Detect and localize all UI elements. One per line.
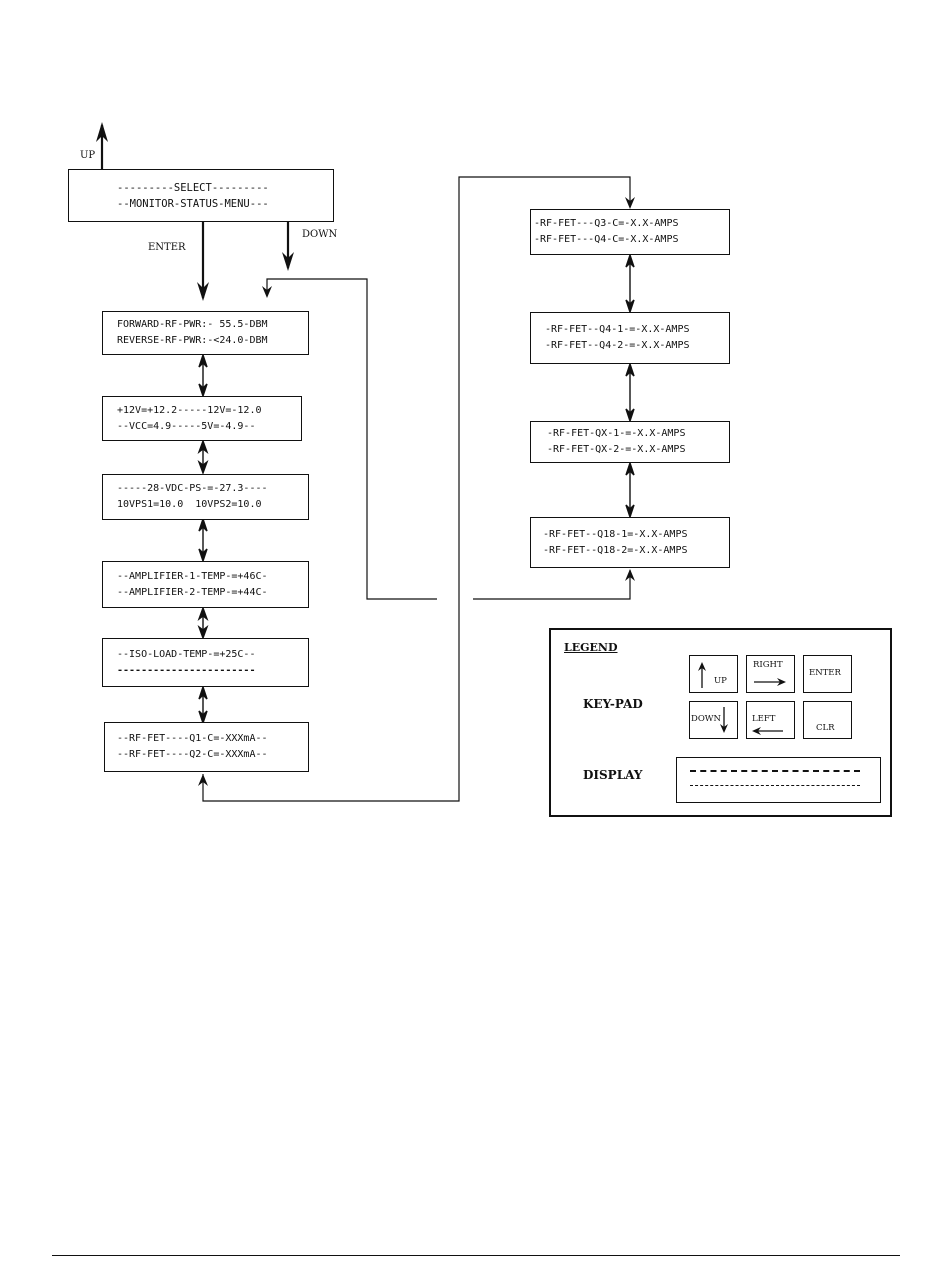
display-line-1: -----28-VDC-PS-=-27.3----	[117, 483, 268, 494]
down-label: DOWN	[302, 229, 338, 240]
display-line-2: --RF-FET----Q2-C=-XXXmA--	[117, 749, 268, 760]
legend-display-line-1	[690, 770, 860, 772]
enter-label: ENTER	[148, 242, 186, 253]
display-line-1: +12V=+12.2-----12V=-12.0	[117, 404, 262, 416]
arrow-left-icon	[752, 727, 783, 735]
down-key-label: DOWN	[691, 714, 721, 724]
display-label: DISPLAY	[583, 768, 643, 782]
display-line-1: -RF-FET-QX-1-=-X.X-AMPS	[547, 428, 686, 439]
display-line-2: -----------------------	[117, 664, 256, 676]
display-line-2: -RF-FET--Q4-2-=-X.X-AMPS	[545, 340, 690, 351]
display-line-2: -RF-FET-QX-2-=-X.X-AMPS	[547, 444, 686, 455]
display-line-2: --VCC=4.9-----5V=-4.9--	[117, 420, 256, 432]
clr-key[interactable]: CLR	[803, 701, 852, 739]
rf-fet-qx-display: -RF-FET-QX-1-=-X.X-AMPS -RF-FET-QX-2-=-X…	[530, 421, 730, 463]
display-line-1: FORWARD-RF-PWR:- 55.5-DBM	[117, 319, 268, 330]
right-top-arrow-head	[625, 197, 635, 209]
enter-key-label: ENTER	[809, 668, 841, 678]
voltage-display: +12V=+12.2-----12V=-12.0 --VCC=4.9-----5…	[102, 396, 302, 441]
up-key[interactable]: UP	[689, 655, 738, 693]
arrow-right-icon	[754, 678, 786, 686]
arrow-down-icon	[720, 707, 728, 733]
right-key-label: RIGHT	[753, 660, 783, 670]
footer-rule	[52, 1255, 900, 1256]
right-key[interactable]: RIGHT	[746, 655, 795, 693]
display-line-2: 10VPS1=10.0 10VPS2=10.0	[117, 499, 262, 510]
up-key-label: UP	[714, 676, 727, 686]
down-arrow-head	[282, 252, 294, 271]
legend-title: LEGEND	[564, 641, 618, 654]
rf-fet-q3-q4-display: -RF-FET---Q3-C=-X.X-AMPS -RF-FET---Q4-C=…	[530, 209, 730, 255]
left-key-label: LEFT	[752, 714, 776, 724]
clr-key-label: CLR	[816, 723, 835, 733]
display-line-1: -RF-FET---Q3-C=-X.X-AMPS	[534, 218, 679, 229]
iso-load-temp-display: --ISO-LOAD-TEMP-=+25C-- ----------------…	[102, 638, 309, 687]
amplifier-temp-display: --AMPLIFIER-1-TEMP-=+46C- --AMPLIFIER-2-…	[102, 561, 309, 608]
select-menu-display: ---------SELECT--------- --MONITOR-STATU…	[68, 169, 334, 222]
right-bottom-connector	[473, 570, 631, 600]
left-double-arrows	[197, 352, 209, 726]
left-to-right-connector	[202, 176, 631, 802]
display-line-2: --AMPLIFIER-2-TEMP-=+44C-	[117, 586, 268, 598]
legend-panel: LEGEND KEY-PAD DISPLAY UP RIGHT ENTER DO…	[549, 628, 892, 817]
rf-fet-q18-display: -RF-FET--Q18-1=-X.X-AMPS -RF-FET--Q18-2=…	[530, 517, 730, 568]
rf-fet-q4-split-display: -RF-FET--Q4-1-=-X.X-AMPS -RF-FET--Q4-2-=…	[530, 312, 730, 364]
arrow-up-icon	[698, 662, 706, 688]
return-loop-arrow-head	[262, 286, 272, 298]
return-loop-connector	[266, 278, 437, 600]
rf-power-display: FORWARD-RF-PWR:- 55.5-DBM REVERSE-RF-PWR…	[102, 311, 309, 355]
down-key[interactable]: DOWN	[689, 701, 738, 739]
legend-display-sample	[676, 757, 881, 803]
display-line-1: -RF-FET--Q18-1=-X.X-AMPS	[543, 528, 688, 540]
display-line-1: ---------SELECT---------	[117, 181, 269, 194]
left-bottom-arrow-head	[198, 774, 208, 786]
display-line-1: -RF-FET--Q4-1-=-X.X-AMPS	[545, 324, 690, 335]
left-key[interactable]: LEFT	[746, 701, 795, 739]
display-line-2: --MONITOR-STATUS-MENU---	[117, 197, 269, 210]
power-supply-display: -----28-VDC-PS-=-27.3---- 10VPS1=10.0 10…	[102, 474, 309, 520]
right-bottom-arrow-head	[625, 569, 635, 581]
display-line-1: --AMPLIFIER-1-TEMP-=+46C-	[117, 570, 268, 582]
display-line-2: REVERSE-RF-PWR:-<24.0-DBM	[117, 335, 268, 346]
right-double-arrows	[625, 252, 635, 520]
up-arrow-head	[96, 122, 108, 142]
rf-fet-q1-q2-display: --RF-FET----Q1-C=-XXXmA-- --RF-FET----Q2…	[104, 722, 309, 772]
display-line-2: -RF-FET--Q18-2=-X.X-AMPS	[543, 544, 688, 556]
enter-key[interactable]: ENTER	[803, 655, 852, 693]
display-line-2: -RF-FET---Q4-C=-X.X-AMPS	[534, 234, 679, 245]
keypad-label: KEY-PAD	[583, 697, 643, 711]
legend-display-line-2	[690, 785, 860, 786]
display-line-1: --RF-FET----Q1-C=-XXXmA--	[117, 733, 268, 744]
display-line-1: --ISO-LOAD-TEMP-=+25C--	[117, 648, 256, 660]
enter-arrow-head	[197, 282, 209, 301]
up-label: UP	[80, 150, 96, 161]
